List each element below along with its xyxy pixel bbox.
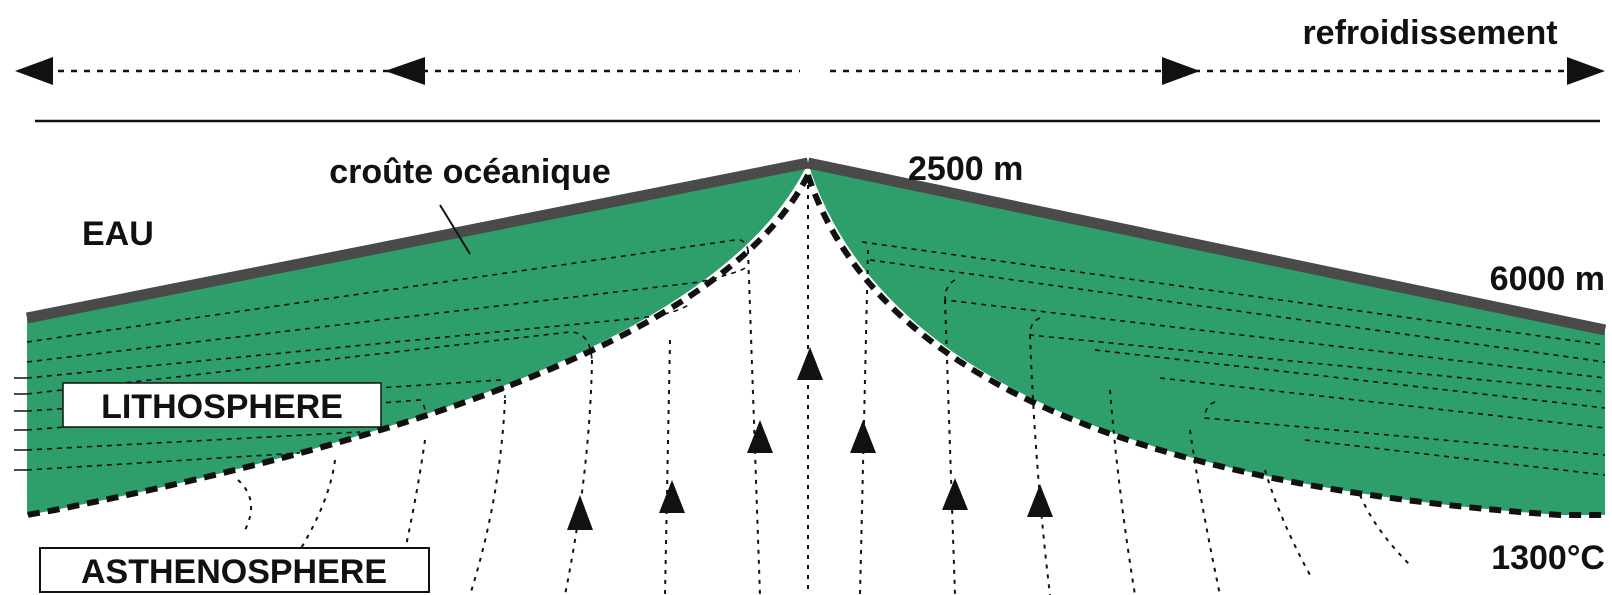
arrowhead-right-end-icon	[1567, 57, 1605, 85]
upwelling-arrowhead-icon	[942, 478, 968, 510]
asthenosphere-label-box	[39, 547, 430, 593]
depth-ticks	[14, 377, 27, 471]
isotherms-left	[26, 238, 749, 471]
basin-depth-label: 6000 m	[1490, 260, 1605, 298]
oceanic-crust	[25, 157, 1607, 336]
lithosphere-label-box	[62, 382, 382, 428]
ridge-depth-label: 2500 m	[908, 150, 1023, 188]
lithosphere-right	[808, 163, 1605, 515]
upwelling-arrowhead-icon	[567, 495, 593, 530]
crust-leader-line	[439, 204, 471, 255]
cooling-label: refroidissement	[1302, 14, 1557, 52]
lithosphere-base-left	[26, 173, 811, 518]
upwelling-arrowhead-icon	[747, 420, 773, 453]
upwelling-arrowhead-icon	[659, 480, 685, 513]
upwelling-arrowhead-icon	[797, 347, 823, 380]
upwelling-arrows	[567, 347, 1053, 530]
upwelling-arrowhead-icon	[850, 420, 876, 453]
water-label: EAU	[82, 215, 154, 253]
isotherms-right	[861, 241, 1606, 476]
lithosphere-base	[26, 173, 1605, 518]
arrowhead-left-mid-icon	[385, 57, 425, 85]
asthenosphere-label: ASTHENOSPHERE	[81, 553, 387, 591]
lithosphere-label: LITHOSPHERE	[101, 388, 343, 426]
cooling-arrows	[15, 57, 1605, 85]
arrowhead-right-mid-icon	[1162, 57, 1200, 85]
upwelling-arrowhead-icon	[1027, 484, 1053, 517]
temperature-label: 1300°C	[1491, 539, 1605, 577]
crust-right	[806, 157, 1607, 336]
crust-left	[25, 157, 810, 324]
arrowhead-left-end-icon	[15, 57, 53, 85]
crust-label: croûte océanique	[329, 153, 611, 191]
asthenosphere-flow-lines	[237, 175, 1411, 595]
lithosphere-base-right	[805, 174, 1605, 518]
